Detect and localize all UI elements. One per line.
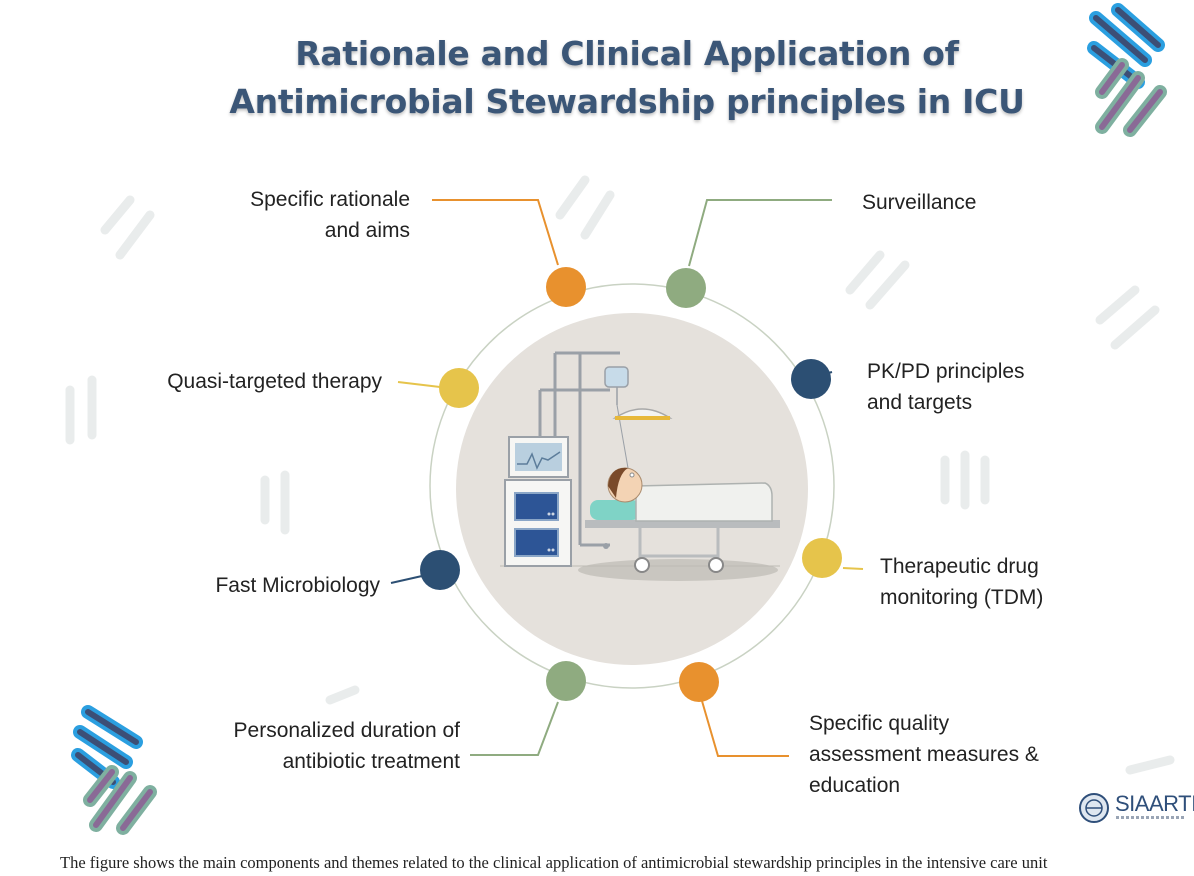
label-line: Surveillance bbox=[862, 191, 977, 214]
siaarti-logo-icon bbox=[1079, 793, 1109, 823]
label-quality: Specific quality assessment measures & e… bbox=[809, 708, 1039, 801]
title-line-1: Rationale and Clinical Application of bbox=[295, 34, 959, 73]
label-tdm: Therapeutic drug monitoring (TDM) bbox=[880, 551, 1043, 613]
node-circles bbox=[420, 267, 842, 702]
label-duration: Personalized duration of antibiotic trea… bbox=[160, 715, 460, 777]
bacteria-decor-icon bbox=[71, 705, 157, 835]
background-bacteria-icon bbox=[65, 175, 1175, 775]
figure-title: Rationale and Clinical Application of An… bbox=[0, 30, 1194, 126]
icu-bed-illustration bbox=[500, 351, 780, 581]
outer-ring bbox=[429, 283, 835, 689]
label-rationale: Specific rationale and aims bbox=[200, 184, 410, 246]
logo-subtitle-decoration bbox=[1116, 816, 1186, 819]
node-circle-quality bbox=[679, 662, 719, 702]
label-line: Specific quality bbox=[809, 712, 950, 735]
label-line: Personalized duration of bbox=[233, 719, 460, 742]
bacteria-decor-icon bbox=[1087, 3, 1167, 137]
label-line: and targets bbox=[867, 391, 973, 414]
label-line: and aims bbox=[324, 219, 410, 242]
node-circle-quasi bbox=[439, 368, 479, 408]
node-circle-surveillance bbox=[666, 268, 706, 308]
label-line: Specific rationale bbox=[250, 188, 410, 211]
label-quasi: Quasi-targeted therapy bbox=[110, 366, 382, 397]
label-microbiology: Fast Microbiology bbox=[140, 570, 380, 601]
node-circle-duration bbox=[546, 661, 586, 701]
label-line: Therapeutic drug bbox=[880, 555, 1039, 578]
label-line: assessment measures & bbox=[809, 743, 1039, 766]
label-surveillance: Surveillance bbox=[862, 187, 976, 218]
node-circle-pkpd bbox=[791, 359, 831, 399]
label-line: antibiotic treatment bbox=[282, 750, 460, 773]
label-pkpd: PK/PD principles and targets bbox=[867, 356, 1025, 418]
label-line: PK/PD principles bbox=[867, 360, 1025, 383]
label-line: monitoring (TDM) bbox=[880, 586, 1044, 609]
node-circle-rationale bbox=[546, 267, 586, 307]
title-line-2: Antimicrobial Stewardship principles in … bbox=[229, 82, 1025, 121]
label-line: education bbox=[809, 774, 901, 797]
label-line: Fast Microbiology bbox=[215, 574, 380, 597]
node-circle-tdm bbox=[802, 538, 842, 578]
figure-caption: The figure shows the main components and… bbox=[60, 853, 1048, 872]
label-line: Quasi-targeted therapy bbox=[167, 370, 382, 393]
siaarti-logo-text: SIAARTI bbox=[1115, 791, 1194, 816]
node-circle-microbiology bbox=[420, 550, 460, 590]
